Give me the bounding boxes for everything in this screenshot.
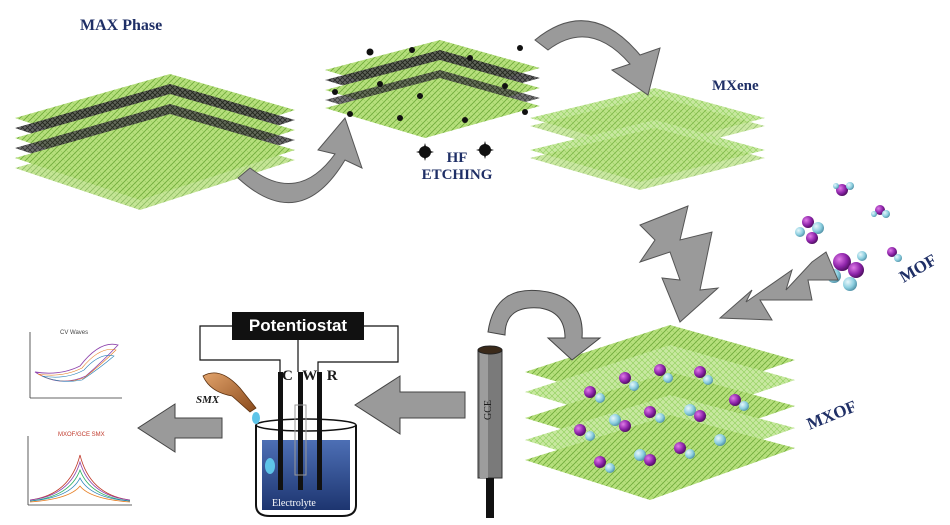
etching-stack [325, 40, 540, 138]
mxene-stack [530, 88, 765, 190]
electrolyte-label: Electrolyte [272, 498, 316, 509]
arrow-gce-to-cell [354, 375, 466, 435]
cv-plot-panel [10, 328, 125, 408]
smx-label: SMX [196, 394, 220, 406]
arrow-cell-to-plots [137, 403, 223, 453]
curved-arrow-etch-to-mxene [534, 20, 661, 96]
lightning-arrow-mxene-down [638, 205, 720, 323]
potentiostat-wiring [199, 325, 399, 372]
mof-cluster [795, 216, 824, 244]
mof-cluster [833, 182, 854, 196]
dpv-plot-panel [10, 430, 135, 515]
max-phase-label: MAX Phase [80, 17, 163, 34]
hf-etching-label: HF ETCHING [412, 150, 502, 184]
gce-label: GCE [483, 400, 494, 420]
mof-cluster [871, 205, 890, 218]
electrochemical-cell [255, 372, 357, 517]
lightning-arrow-mof-in [718, 251, 839, 321]
pipette-icon [202, 372, 260, 424]
mxene-label: MXene [712, 78, 759, 94]
hf-star-right-icon [476, 141, 494, 159]
etching-label: ETCHING [421, 167, 493, 183]
electrode-labels: C W R [282, 368, 341, 384]
hf-label: HF [446, 150, 468, 166]
mxof-embedded-mof [574, 364, 749, 473]
dpv-plot-title: MXOF/GCE SMX [58, 432, 105, 438]
hf-star-left-icon [416, 143, 434, 161]
cv-plot-title: CV Waves [60, 330, 89, 336]
mof-cluster [887, 247, 902, 262]
curved-arrow-mxof-to-gce [487, 289, 602, 361]
curved-arrow-max-to-etch [237, 117, 363, 203]
potentiostat-box: Potentiostat [232, 312, 364, 340]
gce-electrode [477, 345, 503, 518]
max-phase-stack [15, 74, 295, 210]
hf-particles [332, 45, 528, 123]
mxof-stack [525, 325, 795, 500]
